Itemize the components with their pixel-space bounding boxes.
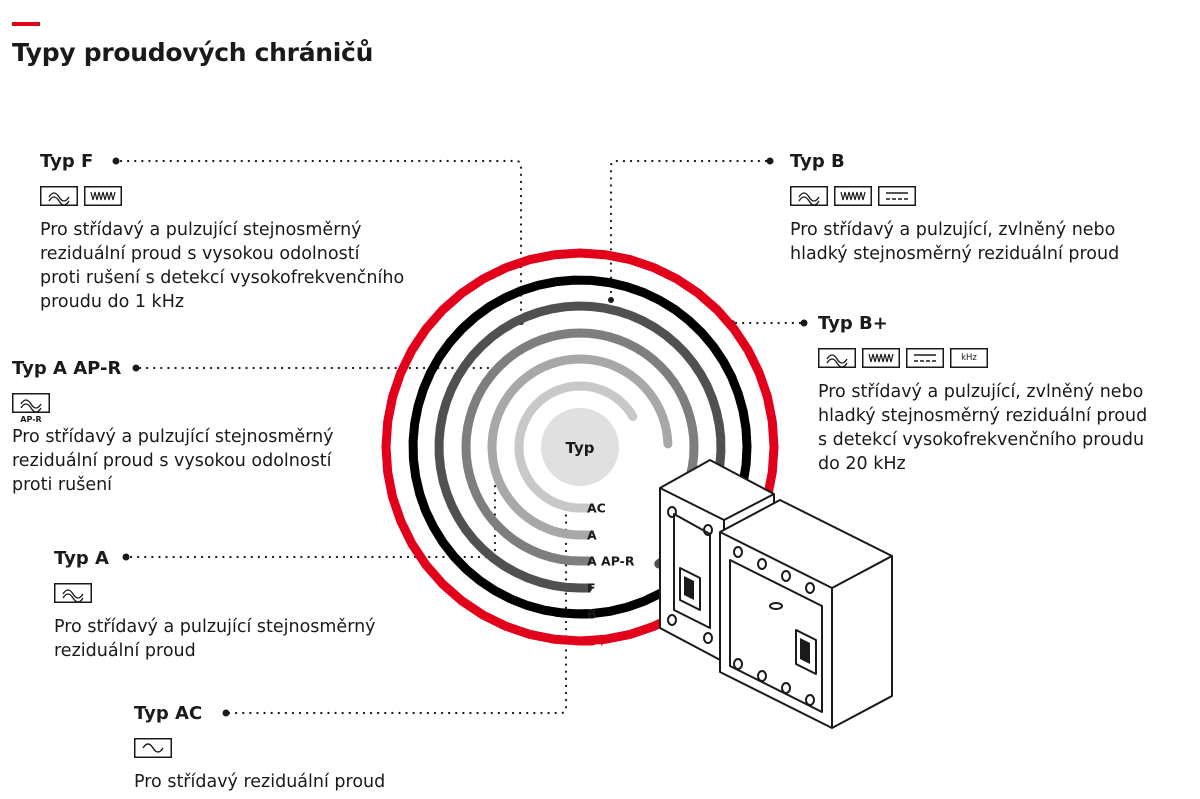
type-a-apr-icons: AP-R <box>12 393 334 424</box>
leader-line-typ-b <box>609 159 768 302</box>
type-ac-icons <box>134 738 385 758</box>
type-ac-block: Typ AC Pro střídavý reziduální proud <box>134 702 385 794</box>
leader-dot <box>122 553 130 561</box>
type-b-plus-name: Typ B+ <box>818 313 888 334</box>
leader-dot <box>132 364 140 372</box>
leader-dot <box>222 709 230 717</box>
type-a-icons <box>54 583 376 603</box>
smooth-dc-icon <box>878 186 916 206</box>
khz-icon-label: kHz <box>961 353 977 363</box>
type-rings <box>381 248 779 646</box>
type-f-block: Typ F Pro střídavý a pulzující stejnosmě… <box>40 150 404 314</box>
ring-a-apr <box>461 328 699 566</box>
type-b-block: Typ B Pro střídavý a pulzující, zvlněný … <box>790 150 1119 266</box>
smooth-dc-icon <box>906 348 944 368</box>
high-frequency-wave-icon <box>834 186 872 206</box>
ring-label-ac: AC <box>587 501 606 516</box>
type-f-description: Pro střídavý a pulzující stejnosměrný re… <box>40 220 405 312</box>
type-b-icons <box>790 186 1119 206</box>
ring-ac <box>514 381 638 513</box>
ring-b-plus <box>381 248 779 646</box>
ring-labels: AC A A AP-R FB B+ <box>587 501 635 649</box>
type-f-name: Typ F <box>40 151 94 172</box>
type-a-apr-name: Typ A AP-R <box>12 358 122 379</box>
residual-current-device-illustration <box>659 459 893 729</box>
ring-label-a: A <box>587 528 597 543</box>
type-b-name: Typ B <box>790 151 845 172</box>
type-a-description: Pro střídavý a pulzující stejnosměrný re… <box>54 617 376 661</box>
high-frequency-wave-icon <box>862 348 900 368</box>
center-label: Typ <box>566 439 595 457</box>
ring-label-b-plus: B+ <box>587 634 607 649</box>
type-b-description: Pro střídavý a pulzující, zvlněný nebo h… <box>790 220 1120 264</box>
ring-label-f: F <box>587 581 596 596</box>
type-a-apr-block: Typ A AP-R AP-R Pro střídavý a pulzující… <box>12 357 334 497</box>
pulsating-wave-icon <box>40 186 78 206</box>
page-title: Typy proudových chráničů <box>12 38 374 67</box>
type-ac-description: Pro střídavý reziduální proud <box>134 772 386 792</box>
type-f-icons <box>40 186 404 206</box>
pulsating-wave-icon <box>790 186 828 206</box>
type-b-plus-description: Pro střídavý a pulzující, zvlněný nebo h… <box>818 382 1148 474</box>
type-a-apr-description: Pro střídavý a pulzující stejnosměrný re… <box>12 427 334 495</box>
ap-r-icon-caption: AP-R <box>20 415 42 424</box>
title-accent-bar <box>12 22 40 26</box>
leader-dot <box>800 319 808 327</box>
ring-label-a-apr: A AP-R <box>587 554 635 569</box>
pulsating-wave-icon: AP-R <box>12 393 50 424</box>
pulsating-wave-icon <box>54 583 92 603</box>
type-b-plus-icons: kHz <box>818 348 1147 368</box>
type-a-name: Typ A <box>54 548 109 569</box>
ring-marker-typ-b <box>608 297 614 303</box>
high-frequency-wave-icon <box>84 186 122 206</box>
khz-icon: kHz <box>950 348 988 368</box>
type-ac-name: Typ AC <box>134 703 203 724</box>
leader-dot <box>112 157 120 165</box>
sine-wave-icon <box>134 738 172 758</box>
pulsating-wave-icon <box>818 348 856 368</box>
leader-dot <box>766 157 774 165</box>
center-circle <box>541 408 619 486</box>
ring-label-b: B <box>587 607 597 622</box>
type-b-plus-block: Typ B+ kHz Pro střídavý a pulzující, zvl… <box>818 312 1147 476</box>
leader-line-typ-ac <box>227 506 568 715</box>
ring-a <box>487 354 673 540</box>
ring-f <box>434 301 726 593</box>
type-a-block: Typ A Pro střídavý a pulzující stejnosmě… <box>54 547 376 663</box>
